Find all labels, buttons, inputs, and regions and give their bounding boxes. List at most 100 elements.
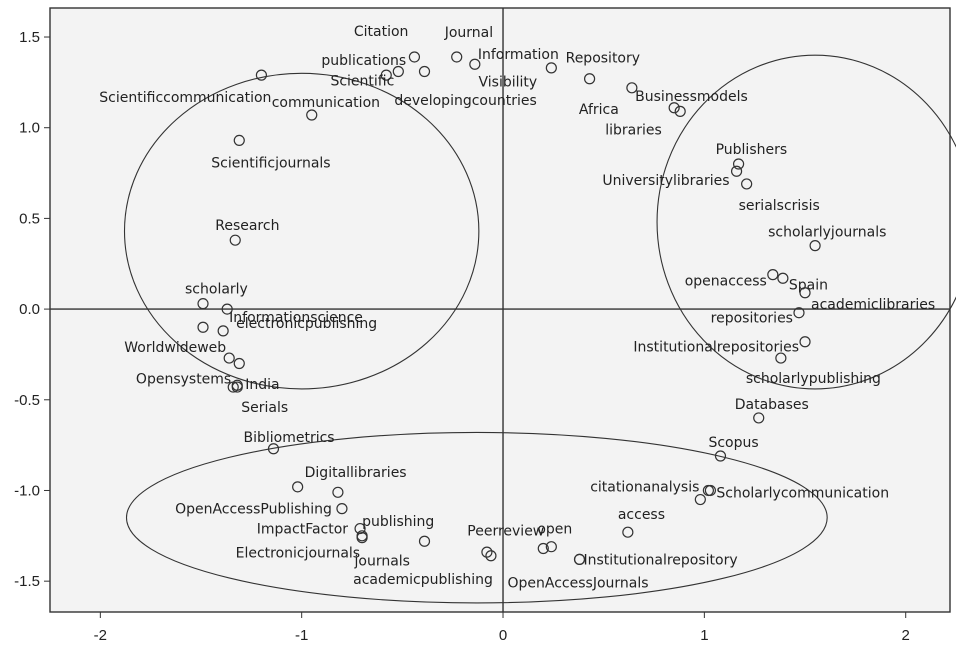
data-point-38 xyxy=(292,481,304,493)
data-point-13 xyxy=(674,105,686,117)
point-label: Universitylibraries xyxy=(602,173,729,189)
point-label: scholarlypublishing xyxy=(746,371,881,387)
data-point-21 xyxy=(777,272,789,284)
data-point-20 xyxy=(767,269,779,281)
data-point-8 xyxy=(583,73,596,85)
point-label: journals xyxy=(353,553,409,569)
data-point-26 xyxy=(197,321,209,333)
point-label: Serials xyxy=(241,400,288,416)
data-point-29 xyxy=(223,352,235,364)
point-label: OpenAccessJournals xyxy=(508,575,649,591)
x-tick-label: 0 xyxy=(499,627,507,644)
data-point-36 xyxy=(267,443,280,455)
data-point-6 xyxy=(418,65,431,78)
point-label: communication xyxy=(272,95,380,111)
point-label: developingcountries xyxy=(394,93,536,109)
y-tick-label: -1.0 xyxy=(14,482,40,499)
data-point-15 xyxy=(732,158,745,170)
point-label: Opensystems xyxy=(136,371,231,387)
data-point-22 xyxy=(799,287,811,299)
point-label: Scientificjournals xyxy=(211,155,330,171)
data-point-41 xyxy=(332,486,344,498)
data-point-33 xyxy=(227,381,239,393)
data-point-30 xyxy=(233,357,245,370)
data-point-4 xyxy=(392,65,404,78)
point-label: scholarlyjournals xyxy=(768,225,886,241)
point-label: Bibliometrics xyxy=(243,430,334,446)
cluster-ellipse-3 xyxy=(125,431,828,604)
data-point-27 xyxy=(217,325,229,337)
point-label: Informationscience xyxy=(229,310,363,326)
data-point-50 xyxy=(622,526,634,538)
data-point-19 xyxy=(809,240,821,252)
point-label: electronicpublishing xyxy=(236,316,377,332)
x-tick-label: 1 xyxy=(700,627,708,644)
point-label: Citation xyxy=(354,24,409,40)
point-label: Worldwideweb xyxy=(124,340,226,356)
y-tick-label: -0.5 xyxy=(14,392,40,409)
reference-lines xyxy=(50,8,950,612)
data-point-52 xyxy=(485,550,497,562)
data-point-14 xyxy=(233,134,245,147)
data-point-46 xyxy=(356,532,368,544)
data-point-17 xyxy=(741,178,753,190)
point-label: Scientific xyxy=(330,73,394,89)
data-point-16 xyxy=(730,165,743,177)
point-label: openaccess xyxy=(685,274,767,290)
data-point-34 xyxy=(231,381,243,393)
point-label: scholarly xyxy=(185,282,248,298)
point-label: Databases xyxy=(735,397,809,413)
y-tick-label: 0.5 xyxy=(19,210,40,227)
data-point-43 xyxy=(694,493,706,506)
data-point-51 xyxy=(481,546,493,558)
data-point-23 xyxy=(197,298,209,310)
data-point-2 xyxy=(451,51,463,63)
data-point-5 xyxy=(469,58,481,70)
point-label: Scopus xyxy=(708,435,758,451)
x-tick-label: -1 xyxy=(295,627,308,644)
data-point-54 xyxy=(573,553,586,565)
data-point-12 xyxy=(668,102,680,114)
point-label: repositories xyxy=(711,311,793,327)
cluster-ellipse-2 xyxy=(656,54,956,390)
point-label: access xyxy=(618,507,665,523)
point-label: libraries xyxy=(605,122,662,138)
y-tick-label: 1.5 xyxy=(19,29,40,46)
point-label: Electronicjournals xyxy=(236,546,360,562)
data-point-48 xyxy=(537,542,549,555)
point-label: publishing xyxy=(362,514,434,530)
point-label: citationanalysis xyxy=(590,479,699,495)
data-point-31 xyxy=(775,352,787,364)
point-label: Research xyxy=(215,218,279,234)
point-label: academicpublishing xyxy=(353,572,493,588)
data-point-25 xyxy=(793,307,805,319)
cluster-ellipses xyxy=(123,54,956,604)
point-label: Businessmodels xyxy=(635,89,748,105)
point-label: ImpactFactor xyxy=(257,522,349,538)
data-point-49 xyxy=(545,541,557,553)
point-label: Institutionalrepository xyxy=(584,552,738,568)
plot-area xyxy=(49,7,951,613)
point-label: academiclibraries xyxy=(811,297,935,313)
y-tick-label: 0.0 xyxy=(19,301,40,318)
y-tick-label: -1.5 xyxy=(14,573,40,590)
data-point-3 xyxy=(380,69,392,81)
point-label: Institutionalrepositories xyxy=(633,340,799,356)
point-label: serialscrisis xyxy=(739,198,820,214)
y-axis: 1.5 1.0 0.5 0.0 -0.5 -1.0 -1.5 xyxy=(14,29,50,590)
data-point-1 xyxy=(408,51,421,63)
point-label: Visibility xyxy=(478,74,537,90)
point-label: publications xyxy=(321,53,406,69)
y-tick-label: 1.0 xyxy=(19,120,40,137)
data-point-18 xyxy=(229,234,241,246)
point-label: Scholarlycommunication xyxy=(716,485,889,501)
point-label: Peerreview xyxy=(467,524,544,540)
point-label: Spain xyxy=(789,277,828,293)
point-label: open xyxy=(537,522,572,538)
data-point-24 xyxy=(221,303,233,315)
data-point-9 xyxy=(255,69,268,81)
point-label: Africa xyxy=(579,102,619,118)
point-label: Digitallibraries xyxy=(305,465,407,481)
